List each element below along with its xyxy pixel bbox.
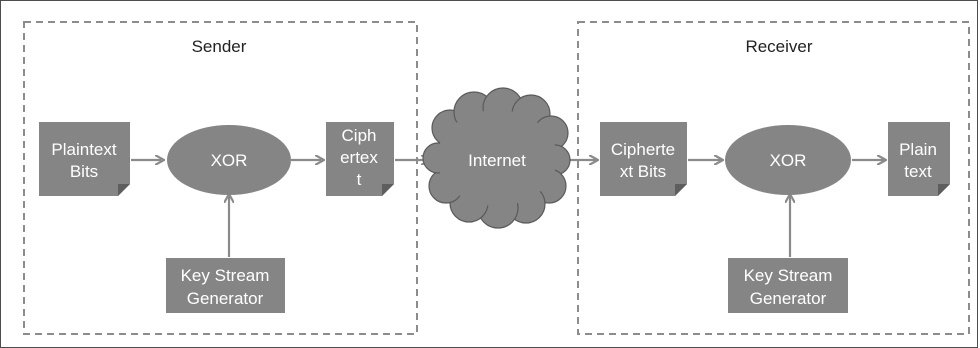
- receiver-group: [577, 21, 970, 335]
- keystream-sender-label-2: Generator: [187, 289, 264, 308]
- sender-title: Sender: [192, 37, 247, 56]
- plaintext-bits-label-2: Bits: [70, 162, 98, 181]
- plain-text-label-2: text: [904, 162, 932, 181]
- plaintext-bits-node: Plaintext Bits: [39, 122, 130, 196]
- keystream-receiver-label-2: Generator: [750, 289, 827, 308]
- keystream-generator-receiver: Key Stream Generator: [728, 258, 848, 313]
- ciphertext-bits-label-2: xt Bits: [620, 162, 666, 181]
- receiver-title: Receiver: [745, 37, 812, 56]
- sender-group: [23, 21, 418, 335]
- xor-node-receiver: XOR: [725, 125, 851, 195]
- plain-text-label-1: Plain: [899, 140, 937, 159]
- ciphertext-bits-node: Cipherte xt Bits: [600, 122, 687, 196]
- ciphertext-bits-label-1: Cipherte: [611, 140, 675, 159]
- internet-cloud: Internet: [422, 87, 571, 229]
- keystream-generator-sender: Key Stream Generator: [166, 258, 285, 313]
- xor-node-sender: XOR: [167, 125, 291, 195]
- keystream-sender-label-1: Key Stream: [181, 266, 270, 285]
- plain-text-node: Plain text: [888, 122, 950, 196]
- internet-label: Internet: [468, 151, 526, 170]
- ciphertext-sender-label-2: ertex: [340, 148, 378, 167]
- keystream-receiver-label-1: Key Stream: [744, 266, 833, 285]
- ciphertext-sender-label-1: Ciph: [342, 126, 377, 145]
- ciphertext-sender-label-3: t: [357, 170, 362, 189]
- xor-sender-label: XOR: [211, 151, 248, 170]
- plaintext-bits-label-1: Plaintext: [51, 140, 116, 159]
- xor-receiver-label: XOR: [770, 151, 807, 170]
- ciphertext-node-sender: Ciph ertex t: [326, 122, 394, 196]
